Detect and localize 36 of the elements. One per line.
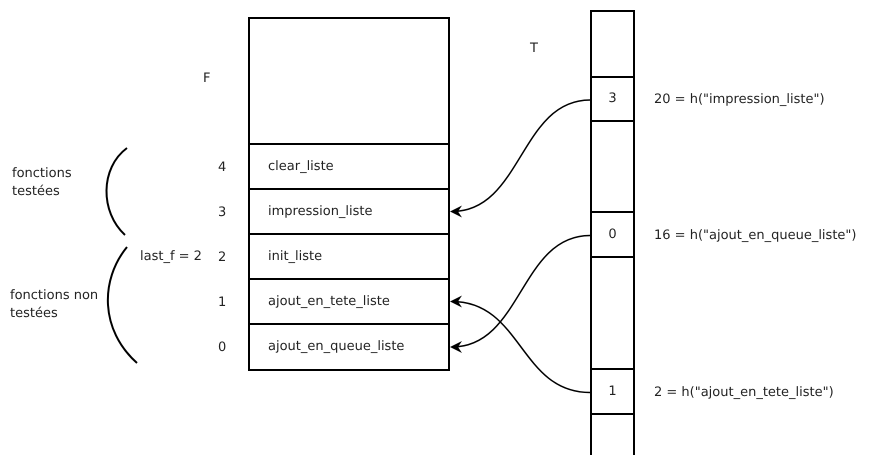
curved-arrow [450,296,590,394]
index-number: 3 [218,204,226,222]
array-cell [248,280,450,325]
index-value: 1 [608,382,617,401]
index-number: 4 [218,158,226,177]
hash-note: 2 = h("ajout_en_tete_liste") [654,384,834,402]
function-name: clear_liste [268,158,334,176]
index-value: 0 [608,226,617,244]
array-cell [248,190,450,235]
hash-note: 20 = h("impression_liste") [654,91,825,110]
array-cell [248,325,450,371]
function-name: impression_liste [268,202,373,221]
array-cell [248,235,450,280]
curved-arrow [450,99,590,216]
hash-note: 16 = h("ajout_en_queue_liste") [654,226,856,245]
text-label: last_f = 2 [140,248,202,266]
table-cell [590,10,635,78]
index-number: 0 [218,339,226,358]
text-label: fonctions testées [12,165,73,201]
table-cell [590,78,635,122]
table-cell [590,370,635,415]
table-cell [590,258,635,370]
index-number: 2 [218,248,226,267]
index-number: 1 [218,294,226,312]
text-label: fonctions non testées [10,287,100,323]
index-value: 3 [608,90,617,108]
function-name: ajout_en_tete_liste [268,292,390,311]
curved-arrow [450,234,590,352]
array-cell [248,17,450,145]
function-name: init_liste [268,248,322,266]
function-name: ajout_en_queue_liste [268,338,404,356]
table-cell [590,122,635,213]
table-cell [590,213,635,258]
text-label: F [203,70,210,88]
text-label: T [530,40,538,58]
array-cell [248,145,450,190]
